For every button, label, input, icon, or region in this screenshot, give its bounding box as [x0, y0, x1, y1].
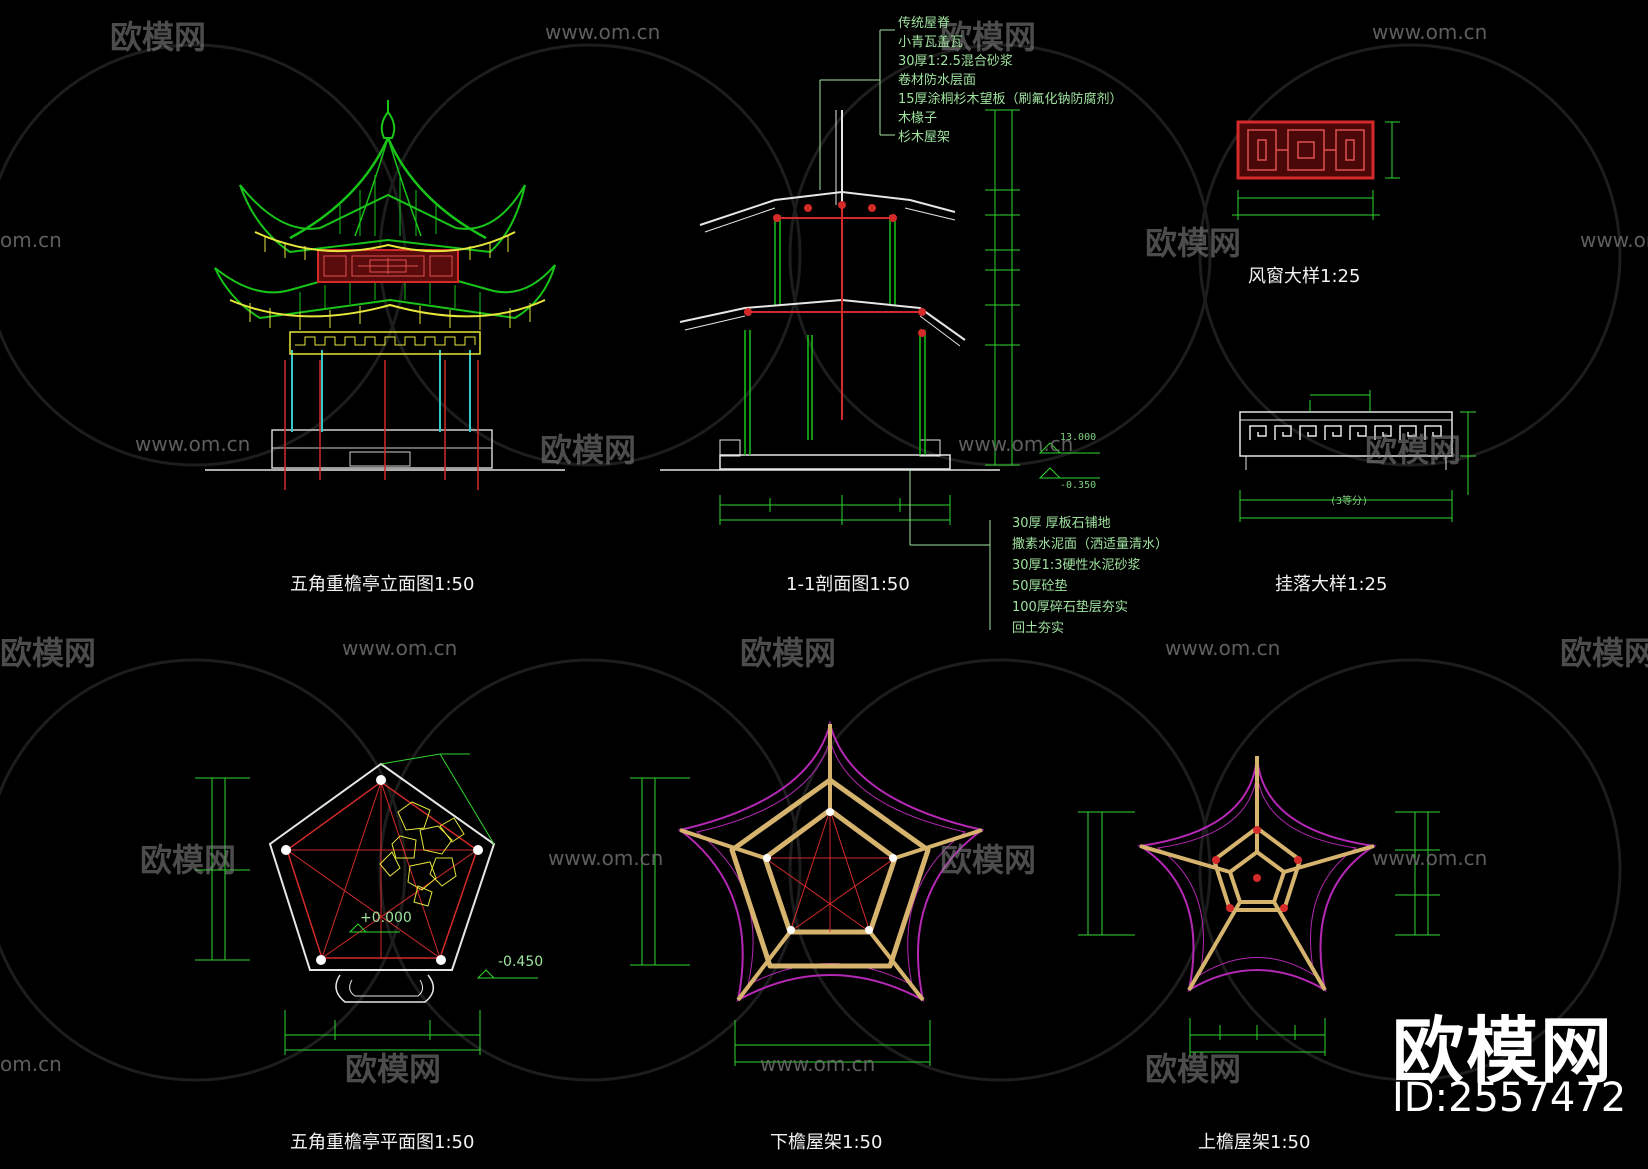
watermark-url: www.om.cn	[1580, 228, 1648, 252]
watermark-url: www.om.cn	[545, 20, 661, 44]
watermark-logo: 欧模网	[1145, 224, 1242, 262]
watermark-logo: 欧模网	[1145, 1050, 1242, 1088]
roof-note: 30厚1:2.5混合砂浆	[898, 54, 1013, 69]
title-elevation: 五角重檐亭立面图1:50	[290, 574, 475, 595]
brand-id: ID:2557472	[1392, 1075, 1627, 1121]
title-section: 1-1剖面图1:50	[786, 574, 910, 595]
floor-note: 50厚砼垫	[1012, 579, 1068, 594]
section-low-label: -0.350	[1060, 480, 1097, 491]
watermark-logo: 欧模网	[0, 634, 97, 672]
upper-roof-frame	[1078, 755, 1440, 1056]
title-lower-roof: 下檐屋架1:50	[770, 1132, 883, 1153]
watermark-logo: 欧模网	[110, 18, 207, 56]
watermark-logo: 欧模网	[540, 431, 637, 469]
roof-note: 卷材防水层面	[898, 73, 977, 88]
floor-note: 30厚1:3硬性水泥砂浆	[1012, 558, 1141, 573]
watermark-logo: 欧模网	[940, 841, 1037, 879]
watermark-logo: 欧模网	[345, 1050, 442, 1088]
lower-roof-frame	[630, 720, 985, 1066]
roof-note: 15厚涂桐杉木望板（刷氟化钠防腐剂）	[898, 92, 1123, 107]
section-drawing	[660, 29, 1100, 630]
watermark-url: www.om.cn	[958, 432, 1074, 456]
floor-note: 撒素水泥面（洒适量清水）	[1012, 537, 1169, 552]
plan-step-label: -0.450	[498, 954, 544, 970]
floor-note: 30厚 厚板石铺地	[1012, 516, 1111, 531]
watermark-logo: 欧模网	[140, 841, 237, 879]
title-plan: 五角重檐亭平面图1:50	[290, 1132, 475, 1153]
floor-note: 100厚碎石垫层夯实	[1012, 600, 1128, 615]
title-upper-roof: 上檐屋架1:50	[1198, 1132, 1311, 1153]
hanging-note: (3等分)	[1330, 496, 1369, 507]
elevation-drawing	[205, 100, 565, 490]
roof-note: 传统屋脊	[898, 16, 951, 31]
title-wind-window: 风窗大样1:25	[1248, 266, 1361, 287]
watermark-url: www.om.cn	[548, 846, 664, 870]
floor-note: 回土夯实	[1012, 621, 1065, 636]
watermark-url: www.om.cn	[342, 636, 458, 660]
title-hanging: 挂落大样1:25	[1275, 574, 1388, 595]
roof-note: 木椽子	[898, 111, 938, 126]
roof-note: 小青瓦盖瓦	[898, 35, 964, 50]
watermark-url: www.om.cn	[1165, 636, 1281, 660]
watermark-url: www.om.cn	[1372, 20, 1488, 44]
section-elevation-label: 13.000	[1060, 432, 1097, 443]
watermark-url: om.cn	[0, 1052, 62, 1076]
watermark-logo: 欧模网	[1560, 634, 1648, 672]
wind-window-detail	[1232, 120, 1400, 220]
watermark-logo: 欧模网	[1365, 431, 1462, 469]
watermark-url: www.om.cn	[1372, 846, 1488, 870]
brand-logo: 欧模网	[1392, 1009, 1615, 1093]
roof-note: 杉木屋架	[898, 130, 951, 145]
watermark-url: www.om.cn	[760, 1052, 876, 1076]
watermark-logo: 欧模网	[940, 18, 1037, 56]
plan-drawing	[195, 753, 538, 1055]
watermark-logo: 欧模网	[740, 634, 837, 672]
hanging-fret-detail	[1239, 390, 1476, 522]
watermark-url: om.cn	[0, 228, 62, 252]
watermark-arcs	[0, 43, 1622, 1082]
watermark-url: www.om.cn	[135, 432, 251, 456]
plan-elevation-label: +0.000	[360, 910, 412, 926]
